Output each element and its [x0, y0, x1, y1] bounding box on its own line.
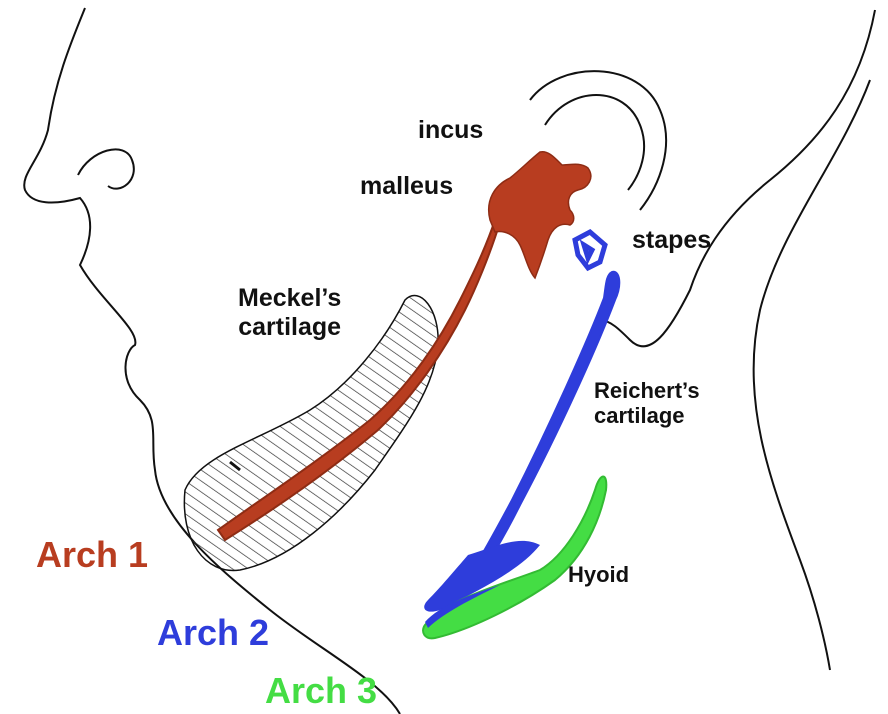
ear-inner-arc [544, 94, 645, 191]
reicherts-lower-wedge [424, 540, 540, 612]
meckels-tick-mark [229, 460, 241, 472]
neck-front-outline [752, 79, 871, 671]
label-hyoid: Hyoid [568, 562, 630, 587]
neck-back-outline [599, 9, 876, 348]
stapes-shape [572, 228, 608, 272]
label-arch-2: Arch 2 [157, 612, 270, 653]
label-arch-3: Arch 3 [265, 670, 378, 711]
nostril-outline [77, 148, 135, 190]
label-malleus: malleus [360, 172, 454, 200]
label-meckels-line1: Meckel’s [238, 284, 342, 312]
label-reicherts-line2: cartilage [594, 403, 685, 429]
malleus-shape [488, 150, 592, 280]
ear-outer-arc [529, 70, 668, 211]
label-incus: incus [418, 116, 484, 144]
label-meckels-cartilage: Meckel’s cartilage [238, 284, 341, 342]
label-arch-1: Arch 1 [36, 534, 149, 575]
face-profile-outline [23, 7, 401, 714]
hyoid-blue-overlap [425, 585, 500, 628]
label-meckels-line2: cartilage [238, 312, 342, 341]
label-stapes: stapes [632, 226, 712, 254]
label-reicherts-line1: Reichert’s [594, 378, 700, 403]
label-reicherts-cartilage: Reichert’s cartilage [594, 378, 700, 429]
